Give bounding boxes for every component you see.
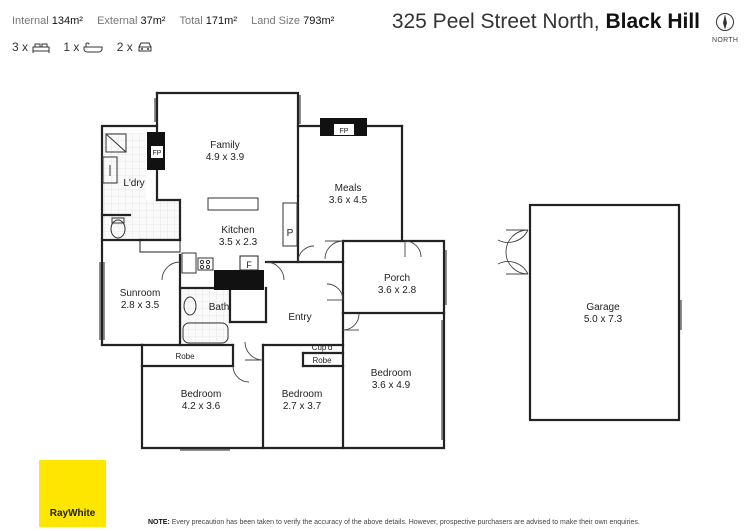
robe2-label: Robe: [312, 356, 332, 365]
feature-counts: 3 x 1 x 2 x: [12, 40, 163, 54]
property-address: 325 Peel Street North, Black Hill: [392, 10, 700, 34]
logo-text: RayWhite: [49, 508, 96, 519]
bathroom-count: 1 x: [63, 40, 103, 54]
room-bedroom3-dims: 3.6 x 4.9: [372, 380, 411, 391]
address-street: 325 Peel Street North,: [391, 10, 600, 33]
land-size-value: 793m²: [303, 15, 335, 27]
kitchen-black-bench: [214, 270, 264, 290]
note-prefix: NOTE:: [148, 519, 170, 526]
compass-icon: [716, 13, 734, 31]
room-kitchen-name: Kitchen: [221, 225, 254, 236]
fridge-label: F: [246, 260, 252, 270]
room-meals-name: Meals: [335, 183, 362, 194]
bathroom-count-text: 1 x: [63, 40, 80, 54]
bedroom-count-text: 3 x: [12, 40, 29, 54]
room-bedroom3-name: Bedroom: [371, 368, 412, 379]
kitchen-floor-tiles: [140, 200, 180, 240]
room-entry-name: Entry: [288, 312, 311, 323]
bath-icon: [83, 41, 103, 52]
room-garage-name: Garage: [586, 302, 620, 313]
note-text: Every precaution has been taken to verif…: [171, 519, 640, 526]
room-kitchen-dims: 3.5 x 2.3: [219, 237, 258, 248]
fp-label-family: FP: [153, 150, 162, 157]
internal-value: 134m²: [51, 15, 83, 27]
disclaimer-note: NOTE: Every precaution has been taken to…: [148, 519, 640, 526]
fp-label-meals: FP: [340, 128, 349, 135]
compass-label: NORTH: [712, 37, 739, 44]
car-icon: [138, 42, 152, 52]
room-family-name: Family: [210, 140, 239, 151]
windows: [99, 95, 447, 451]
land-size-label: Land Size: [251, 15, 301, 27]
room-sunroom-name: Sunroom: [120, 288, 161, 299]
pantry-label: P: [287, 228, 294, 239]
parking-count-text: 2 x: [116, 40, 133, 54]
external-value: 37m²: [140, 15, 166, 27]
robe1-label: Robe: [175, 352, 195, 361]
room-bedroom2-dims: 2.7 x 3.7: [283, 401, 322, 412]
total-value: 171m²: [205, 15, 237, 27]
room-garage-dims: 5.0 x 7.3: [584, 314, 623, 325]
bed-icon: [32, 43, 50, 53]
room-family-dims: 4.9 x 3.9: [206, 152, 245, 163]
fixtures: [102, 133, 298, 344]
internal-label: Internal: [12, 15, 49, 27]
bedroom-count: 3 x: [12, 40, 50, 54]
room-bath-name: Bath: [209, 302, 230, 313]
cupd-label: Cup'd: [312, 343, 333, 352]
room-bedroom1-dims: 4.2 x 3.6: [182, 401, 221, 412]
room-meals-dims: 3.6 x 4.5: [329, 195, 368, 206]
parking-count: 2 x: [117, 40, 153, 54]
total-label: Total: [179, 15, 203, 27]
room-porch-name: Porch: [384, 273, 410, 284]
garage: [497, 203, 682, 422]
room-sunroom-dims: 2.8 x 3.5: [121, 300, 160, 311]
room-bedroom1-name: Bedroom: [181, 389, 222, 400]
address-suburb: Black Hill: [605, 10, 700, 33]
area-summary: Internal 134m² External 37m² Total 171m²…: [12, 15, 334, 27]
doors: [161, 240, 422, 383]
raywhite-logo: RayWhite: [39, 460, 106, 527]
north-compass: NORTH: [712, 12, 738, 44]
external-label: External: [97, 15, 138, 27]
room-ldry-name: L'dry: [123, 178, 144, 189]
room-bedroom2-name: Bedroom: [282, 389, 323, 400]
walls: [100, 91, 446, 450]
room-porch-dims: 3.6 x 2.8: [378, 285, 417, 296]
